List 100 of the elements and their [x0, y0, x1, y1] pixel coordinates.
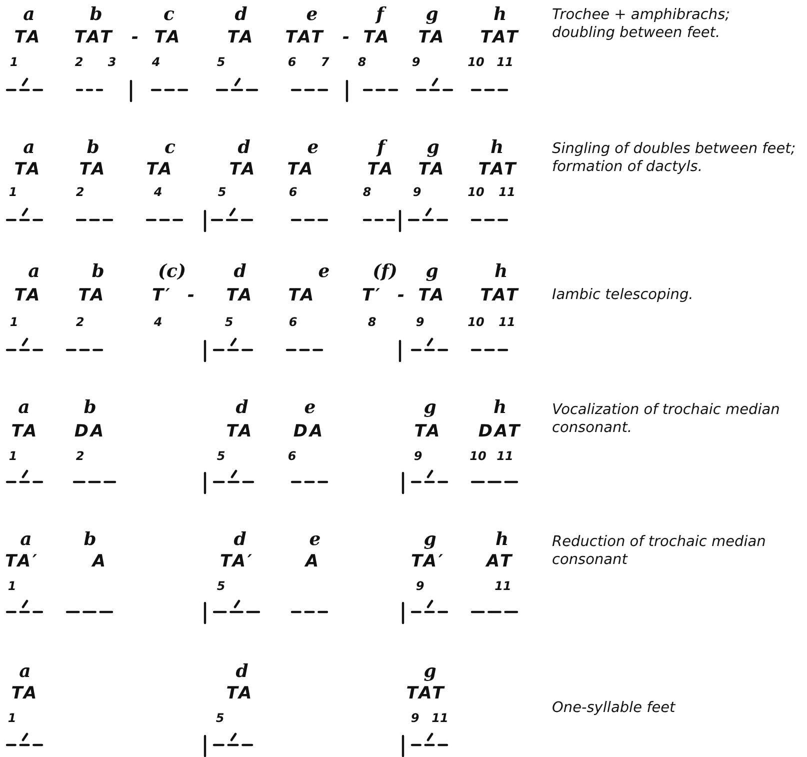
position-number: 9	[410, 712, 420, 724]
position-number: 9	[416, 580, 424, 592]
foot-letter: e	[318, 263, 330, 281]
position-number: 7	[320, 56, 330, 68]
position-number: 10	[468, 316, 484, 328]
syllable-text: TA	[11, 424, 39, 440]
syllable-text: TA	[79, 162, 107, 178]
position-number: 5	[216, 580, 226, 592]
position-number: 11	[498, 316, 516, 328]
position-number: 1	[8, 580, 16, 592]
position-number: 2	[76, 450, 84, 462]
foot-letter: b	[84, 399, 96, 417]
syllable-text: TA	[367, 162, 395, 178]
position-number: 3	[108, 56, 116, 68]
position-number: 1	[10, 316, 18, 328]
foot-letter: c	[164, 139, 176, 157]
foot-letter: h	[493, 6, 507, 24]
syllable-text: TA	[14, 162, 42, 178]
position-number: 10	[468, 56, 484, 68]
syllable-text: TA	[227, 30, 255, 46]
position-number: 9	[414, 450, 422, 462]
position-number: 1	[8, 712, 16, 724]
syllable-text: TAT	[285, 30, 325, 46]
position-number: 6	[288, 56, 296, 68]
foot-letter: h	[490, 139, 504, 157]
foot-letter: a	[23, 139, 35, 157]
position-number: 5	[216, 56, 226, 68]
foot-letter: (f)	[372, 263, 398, 281]
foot-letter: e	[307, 139, 319, 157]
foot-letter: g	[424, 399, 436, 417]
foot-letter: a	[20, 531, 32, 549]
position-number: 8	[358, 56, 366, 68]
syllable-text: A	[305, 554, 321, 570]
position-number: 5	[216, 450, 226, 462]
position-number: 9	[416, 316, 424, 328]
foot-letter: a	[28, 263, 40, 281]
note-text: Iambic telescoping.	[552, 286, 694, 304]
syllable-text: -	[187, 288, 197, 304]
foot-letter: c	[164, 6, 174, 24]
syllable-text: DA	[293, 424, 325, 440]
syllable-text: TA	[418, 162, 446, 178]
foot-letter: b	[90, 6, 102, 24]
syllable-text: TA	[78, 288, 106, 304]
foot-letter: b	[86, 139, 100, 157]
position-number: 1	[10, 56, 18, 68]
foot-letter: a	[19, 663, 31, 681]
syllable-text: DA	[74, 424, 106, 440]
syllable-text: -	[397, 288, 407, 304]
position-number: 10	[468, 186, 484, 198]
foot-letter: e	[309, 531, 321, 549]
syllable-text: TA	[229, 162, 257, 178]
foot-letter: e	[304, 399, 316, 417]
syllable-text: TAT	[480, 30, 520, 46]
syllable-text: TAT	[406, 686, 446, 702]
position-number: 9	[412, 186, 422, 198]
syllable-text: TA	[414, 424, 442, 440]
foot-letter: d	[236, 663, 248, 681]
note-text: Vocalization of trochaic median consonant.	[552, 401, 781, 438]
syllable-text: TA′	[220, 554, 254, 570]
syllable-text: A	[92, 554, 108, 570]
foot-letter: d	[234, 531, 246, 549]
position-number: 11	[496, 56, 514, 68]
syllable-text: TA	[226, 424, 254, 440]
foot-letter: f	[376, 6, 384, 24]
foot-letter: h	[494, 263, 508, 281]
position-number: 6	[288, 186, 298, 198]
position-number: 8	[368, 316, 376, 328]
foot-letter: a	[18, 399, 30, 417]
foot-letter: g	[426, 6, 438, 24]
syllable-text: TA	[14, 288, 42, 304]
syllable-text: TA	[287, 162, 315, 178]
position-number: 4	[154, 316, 162, 328]
foot-letter: d	[234, 263, 246, 281]
foot-letter: h	[495, 531, 509, 549]
syllable-text: TA′	[411, 554, 445, 570]
note-text: One-syllable feet	[552, 699, 676, 718]
syllable-text: TA′	[5, 554, 39, 570]
position-number: 5	[216, 712, 224, 724]
syllable-text: DAT	[478, 424, 522, 440]
foot-letter: h	[493, 399, 507, 417]
syllable-text: TA	[146, 162, 174, 178]
position-number: 11	[498, 186, 516, 198]
syllable-text: TA	[226, 686, 254, 702]
syllable-text: TA	[288, 288, 316, 304]
position-number: 4	[152, 56, 160, 68]
foot-letter: e	[306, 6, 318, 24]
position-number: 6	[288, 450, 296, 462]
syllable-text: T′	[152, 288, 172, 304]
position-number: 1	[8, 450, 18, 462]
foot-letter: g	[426, 263, 438, 281]
position-number: 2	[76, 186, 84, 198]
position-number: 4	[154, 186, 162, 198]
syllable-text: TA	[418, 30, 446, 46]
syllable-text: TA	[154, 30, 182, 46]
note-text: Trochee + amphibrachs; doubling between feet.	[552, 6, 732, 42]
position-number: 11	[432, 712, 448, 724]
position-number: 5	[224, 316, 234, 328]
syllable-text: TA	[14, 30, 42, 46]
foot-letter: d	[234, 6, 248, 24]
syllable-text: -	[131, 30, 141, 46]
